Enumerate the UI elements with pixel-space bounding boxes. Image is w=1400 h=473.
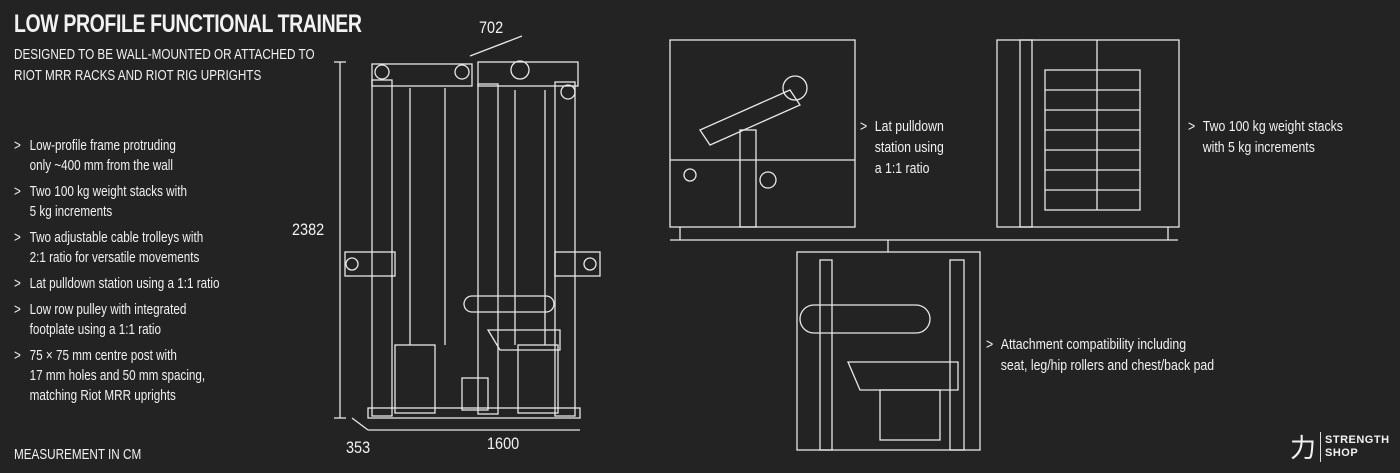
callout-line: station using: [874, 139, 944, 156]
feature-line: 75 × 75 mm centre post with: [29, 347, 177, 364]
feature-item: > Two 100 kg weight stacks with 5 kg incre…: [14, 182, 220, 222]
logo-line: SHOP: [1325, 446, 1359, 459]
callout-line: with 5 kg increments: [1202, 139, 1315, 156]
feature-line: 5 kg increments: [29, 203, 113, 220]
dimension-height: 2382: [292, 220, 325, 239]
feature-line: Two adjustable cable trolleys with: [29, 229, 204, 246]
logo-line: STRENGTH: [1325, 433, 1390, 446]
callout-lat-pulldown: > Lat pulldown station using a 1:1 ratio: [860, 116, 944, 179]
logo-glyph: 力: [1290, 433, 1317, 463]
feature-item: > Lat pulldown station using a 1:1 ratio: [14, 274, 220, 294]
detail-attachments: [796, 251, 981, 451]
feature-item: >75 × 75 mm centre post with 17 mm holes …: [14, 346, 220, 406]
chevron-right-icon: >: [14, 347, 21, 364]
callout-weight-stacks: > Two 100 kg weight stacks with 5 kg incr…: [1188, 116, 1343, 158]
callout-line: a 1:1 ratio: [874, 160, 930, 177]
callout-line: Two 100 kg weight stacks: [1202, 118, 1343, 135]
dimension-depth-top: 702: [479, 18, 504, 37]
feature-line: 17 mm holes and 50 mm spacing,: [29, 367, 206, 384]
chevron-right-icon: >: [860, 118, 868, 135]
detail-boxes: [669, 39, 1180, 451]
dimension-depth-bottom: 353: [346, 438, 371, 457]
chevron-right-icon: >: [14, 275, 21, 292]
dimension-width: 1600: [487, 434, 520, 453]
feature-item: > Two adjustable cable trolleys with 2:1 r…: [14, 228, 220, 268]
feature-line: footplate using a 1:1 ratio: [29, 321, 161, 338]
chevron-right-icon: >: [14, 301, 21, 318]
subtitle-line: DESIGNED TO BE WALL-MOUNTED OR ATTACHED …: [14, 46, 315, 63]
chevron-right-icon: >: [14, 137, 21, 154]
chevron-right-icon: >: [14, 183, 21, 200]
feature-list: > Low-profile frame protruding only ~400 m…: [14, 136, 220, 412]
measurement-note: MEASUREMENT IN CM: [14, 446, 142, 463]
callout-line: Attachment compatibility including: [1000, 336, 1187, 353]
callout-line: Lat pulldown: [874, 118, 944, 135]
callout-attachments: > Attachment compatibility including seat…: [986, 334, 1214, 376]
chevron-right-icon: >: [986, 336, 994, 353]
detail-lat-pulldown: [669, 39, 856, 228]
page-title: LOW PROFILE FUNCTIONAL TRAINER: [14, 10, 362, 38]
chevron-right-icon: >: [14, 229, 21, 246]
feature-line: Lat pulldown station using a 1:1 ratio: [29, 275, 220, 292]
callout-line: seat, leg/hip rollers and chest/back pad: [1000, 357, 1215, 374]
feature-line: matching Riot MRR uprights: [29, 387, 176, 404]
feature-line: 2:1 ratio for versatile movements: [29, 249, 200, 266]
feature-line: Two 100 kg weight stacks with: [29, 183, 187, 200]
feature-line: Low row pulley with integrated: [29, 301, 187, 318]
subtitle-line: RIOT MRR RACKS AND RIOT RIG UPRIGHTS: [14, 67, 262, 84]
feature-item: > Low row pulley with integrated footplate…: [14, 300, 220, 340]
page-subtitle: DESIGNED TO BE WALL-MOUNTED OR ATTACHED …: [14, 44, 315, 86]
chevron-right-icon: >: [1188, 118, 1196, 135]
frame: [344, 60, 601, 419]
logo-divider: [1320, 431, 1322, 462]
feature-line: Low-profile frame protruding: [29, 137, 176, 154]
feature-item: > Low-profile frame protruding only ~400 m…: [14, 136, 220, 176]
dimension-lines: [334, 35, 580, 431]
feature-line: only ~400 mm from the wall: [29, 157, 173, 174]
detail-weight-stack: [996, 39, 1180, 228]
